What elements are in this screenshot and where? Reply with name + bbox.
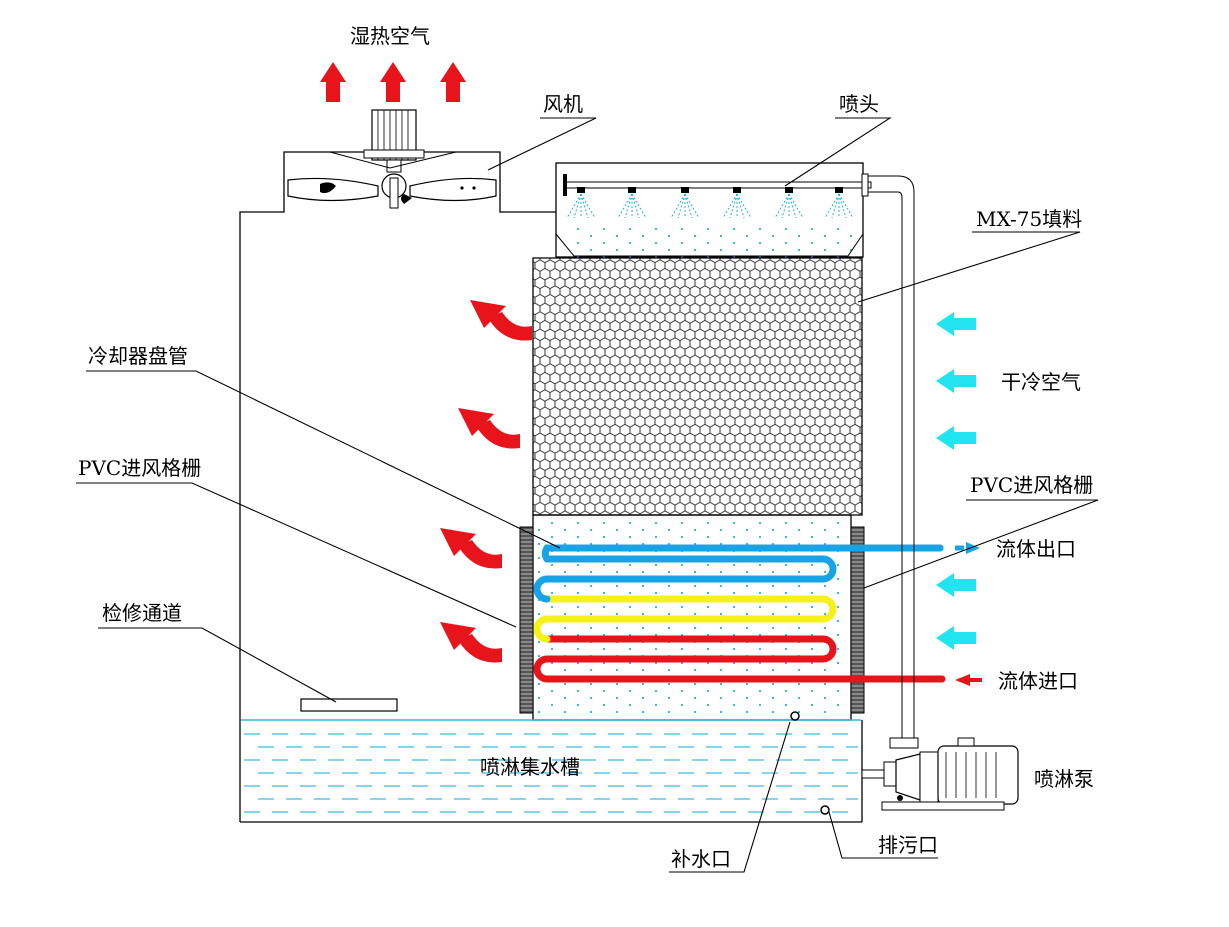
hot-air-up-arrows	[320, 62, 466, 102]
basin-water	[241, 719, 861, 813]
label-hot-air: 湿热空气	[350, 24, 430, 48]
makeup-port	[790, 711, 800, 721]
fill-media	[532, 257, 863, 516]
cool-arrow-icon	[936, 369, 976, 393]
label-drain: 排污口	[878, 833, 938, 857]
label-fluid-in: 流体进口	[998, 669, 1078, 693]
spray-pump	[861, 737, 1019, 811]
curved-arrow-icon	[458, 408, 520, 449]
drain-port	[820, 805, 830, 815]
label-pump: 喷淋泵	[1034, 767, 1094, 791]
nozzle-icon	[566, 187, 596, 219]
cool-arrow-icon	[936, 426, 976, 450]
nozzle-icon	[670, 187, 700, 219]
nozzle-icon	[722, 187, 752, 219]
fluid-out-arrow	[966, 542, 980, 554]
cool-arrow-icon	[936, 312, 976, 336]
label-grille-right: PVC进风格栅	[970, 473, 1093, 497]
label-dry-air: 干冷空气	[1001, 370, 1081, 394]
cool-air-arrows	[936, 312, 976, 650]
hot-air-curved-arrows	[440, 300, 532, 663]
fan	[287, 109, 497, 209]
leader-lines	[76, 117, 1099, 873]
nozzle-icon	[774, 187, 804, 219]
curved-arrow-icon	[440, 528, 502, 569]
label-fan: 风机	[543, 92, 583, 116]
nozzle-icon	[617, 187, 647, 219]
curved-arrow-icon	[440, 622, 502, 663]
label-access: 检修通道	[102, 601, 182, 625]
access-platform	[300, 698, 398, 712]
cooler-coil	[533, 544, 946, 683]
cool-arrow-icon	[936, 626, 976, 650]
grille-left	[519, 526, 534, 714]
label-basin: 喷淋集水槽	[480, 755, 580, 779]
grille-right	[850, 526, 865, 714]
label-fluid-out: 流体出口	[996, 537, 1076, 561]
spray-nozzles	[566, 187, 854, 219]
spray-chamber	[555, 162, 864, 260]
label-nozzle: 喷头	[839, 92, 879, 116]
label-grille-left: PVC进风格栅	[78, 456, 201, 480]
curved-arrow-icon	[470, 300, 532, 341]
spray-header	[563, 173, 915, 740]
cool-arrow-icon	[936, 573, 976, 597]
nozzle-icon	[824, 187, 854, 219]
label-makeup: 补水口	[671, 847, 731, 871]
label-fill: MX-75填料	[976, 207, 1082, 231]
fluid-in-arrow	[955, 674, 982, 686]
label-coil: 冷却器盘管	[88, 344, 188, 368]
